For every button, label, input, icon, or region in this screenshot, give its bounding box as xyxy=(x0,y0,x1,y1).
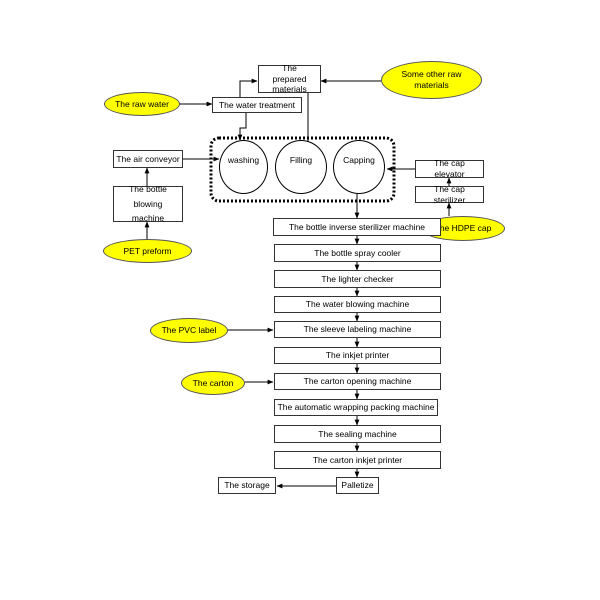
input-raw-water: The raw water xyxy=(104,92,180,116)
input-pet-preform: PET preform xyxy=(103,239,192,263)
box-cap-elevator: The cap elevator xyxy=(415,158,484,179)
box-air-conveyor: The air conveyor xyxy=(113,150,183,168)
step-carton-opening: The carton opening machine xyxy=(274,373,441,390)
step-inverse-sterilizer: The bottle inverse sterilizer machine xyxy=(273,218,441,236)
input-other-raw-materials: Some other raw materials xyxy=(381,61,482,99)
box-storage: The storage xyxy=(218,477,276,494)
step-sealing-machine: The sealing machine xyxy=(274,425,441,443)
station-group-border xyxy=(209,136,396,203)
station-filling: Filling xyxy=(275,140,327,194)
arrow-treatment-to-prepared xyxy=(239,78,258,97)
input-carton: The carton xyxy=(181,371,245,395)
box-water-treatment: The water treatment xyxy=(212,97,302,113)
step-water-blowing: The water blowing machine xyxy=(274,296,441,313)
step-carton-inkjet-printer: The carton inkjet printer xyxy=(274,451,441,469)
step-spray-cooler: The bottle spray cooler xyxy=(274,244,441,262)
step-lighter-checker: The lighter checker xyxy=(274,270,441,288)
arrow-treatment-to-washing xyxy=(237,112,247,141)
box-bottle-blowing-machine: The bottle blowing machine xyxy=(113,184,183,223)
step-automatic-wrapping: The automatic wrapping packing machine xyxy=(274,399,438,416)
step-palletize: Palletize xyxy=(336,477,379,494)
station-washing: washing xyxy=(219,140,268,194)
step-sleeve-labeling: The sleeve labeling machine xyxy=(274,321,441,338)
step-inkjet-printer: The inkjet printer xyxy=(274,347,441,364)
input-pvc-label: The PVC label xyxy=(150,318,228,343)
box-cap-sterilizer: The cap sterilizer xyxy=(415,184,484,205)
box-prepared-materials: The prepared materials xyxy=(258,63,321,94)
station-capping: Capping xyxy=(333,140,385,194)
